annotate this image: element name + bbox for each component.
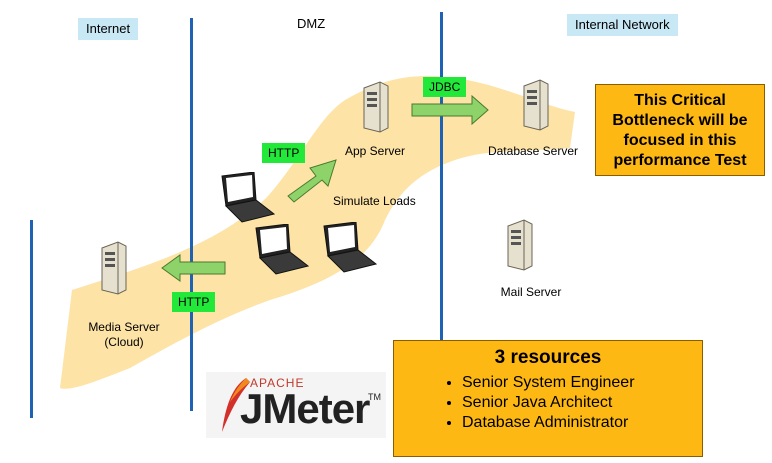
zone-label-dmz: DMZ — [297, 16, 326, 31]
bottleneck-line4: performance Test — [613, 152, 747, 169]
bottleneck-line2: Bottleneck will be — [612, 112, 748, 129]
resource-item: Database Administrator — [462, 413, 702, 433]
arrow-jdbc — [411, 94, 489, 126]
mail-server-icon — [507, 219, 533, 271]
logo-tm: TM — [368, 392, 381, 402]
media-server-icon — [101, 241, 127, 295]
logo-jmeter-text: JMeter — [240, 385, 370, 432]
zone-divider-dmz — [190, 18, 193, 411]
resources-title: 3 resources — [494, 347, 602, 368]
media-server-label-line1: Media Server — [88, 320, 160, 334]
arrow-http-left — [161, 254, 226, 282]
resources-callout: 3 resources Senior System Engineer Senio… — [393, 340, 703, 457]
database-server-label: Database Server — [487, 144, 579, 158]
database-server-icon — [523, 79, 549, 131]
zone-label-internal: Internal Network — [567, 14, 678, 36]
protocol-tag-http-top: HTTP — [262, 143, 306, 163]
zone-divider-internet — [30, 220, 33, 418]
bottleneck-callout: This Critical Bottleneck will be focused… — [595, 84, 765, 176]
protocol-tag-jdbc: JDBC — [423, 77, 467, 97]
media-server-label: Media Server (Cloud) — [74, 320, 174, 350]
laptop-icon — [323, 222, 378, 273]
protocol-tag-http-bottom: HTTP — [172, 292, 216, 312]
logo-apache-text: APACHE — [250, 376, 305, 390]
zone-divider-internal — [440, 12, 443, 340]
jmeter-logo: APACHE JMeter TM — [206, 372, 386, 438]
laptop-icon — [255, 224, 310, 275]
apache-feather-icon — [222, 378, 250, 432]
media-server-label-line2: (Cloud) — [104, 335, 144, 349]
bottleneck-line3: focused in this — [623, 132, 737, 149]
arrow-http-up — [287, 159, 337, 203]
app-server-icon — [363, 81, 389, 133]
resources-list: Senior System Engineer Senior Java Archi… — [394, 373, 702, 433]
simulate-loads-label: Simulate Loads — [333, 194, 416, 208]
bottleneck-line1: This Critical — [634, 92, 726, 109]
resource-item: Senior System Engineer — [462, 373, 702, 393]
laptop-icon — [221, 172, 276, 223]
app-server-label: App Server — [344, 144, 406, 158]
mail-server-label: Mail Server — [500, 285, 562, 299]
zone-label-internet: Internet — [78, 18, 139, 40]
resource-item: Senior Java Architect — [462, 393, 702, 413]
